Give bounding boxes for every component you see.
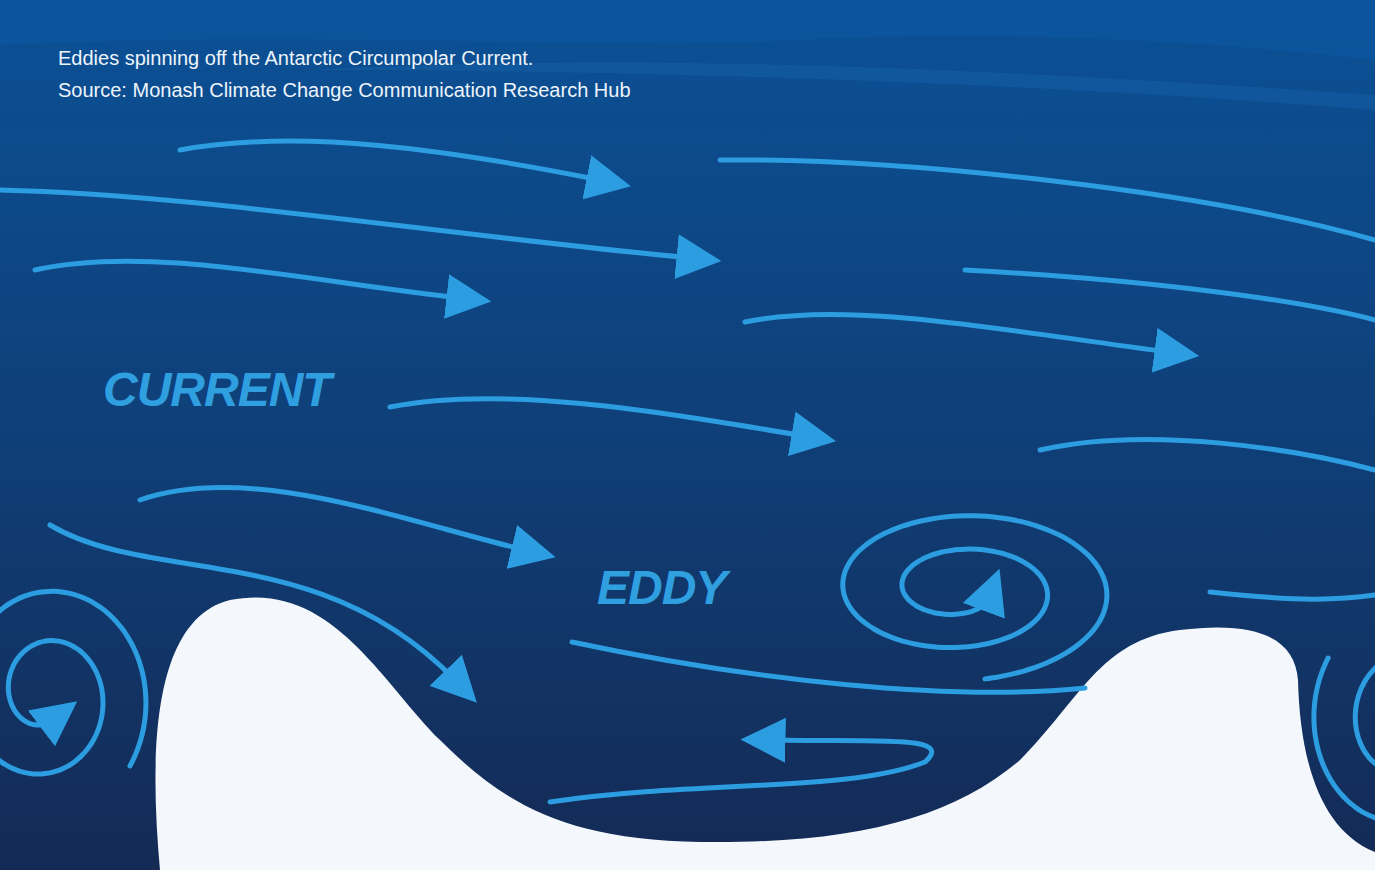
eddy-label: EDDY bbox=[597, 562, 726, 614]
eddy-spiral bbox=[843, 516, 1107, 679]
flow-arrow bbox=[550, 740, 932, 802]
flow-line bbox=[1040, 440, 1375, 470]
flow-arrow bbox=[180, 141, 600, 180]
flow-line bbox=[572, 642, 1085, 692]
flow-arrow bbox=[745, 314, 1168, 352]
current-streamlines bbox=[0, 141, 1375, 802]
flow-arrow bbox=[140, 488, 525, 550]
current-label: CURRENT bbox=[103, 364, 331, 416]
flow-arrow bbox=[0, 190, 690, 258]
flow-line bbox=[965, 270, 1375, 320]
flow-arrow bbox=[50, 525, 455, 680]
flow-line bbox=[1210, 592, 1375, 599]
source-note: Source: Monash Climate Change Communicat… bbox=[58, 78, 631, 102]
eddy-spiral bbox=[0, 591, 146, 774]
flow-arrow bbox=[35, 261, 460, 298]
seafloor-land bbox=[155, 597, 1375, 870]
flow-arrow bbox=[390, 399, 805, 436]
eddy-spirals bbox=[0, 516, 1375, 822]
eddy-spiral bbox=[1314, 653, 1375, 822]
flow-line bbox=[720, 160, 1375, 240]
caption: Eddies spinning off the Antarctic Circum… bbox=[58, 46, 533, 70]
